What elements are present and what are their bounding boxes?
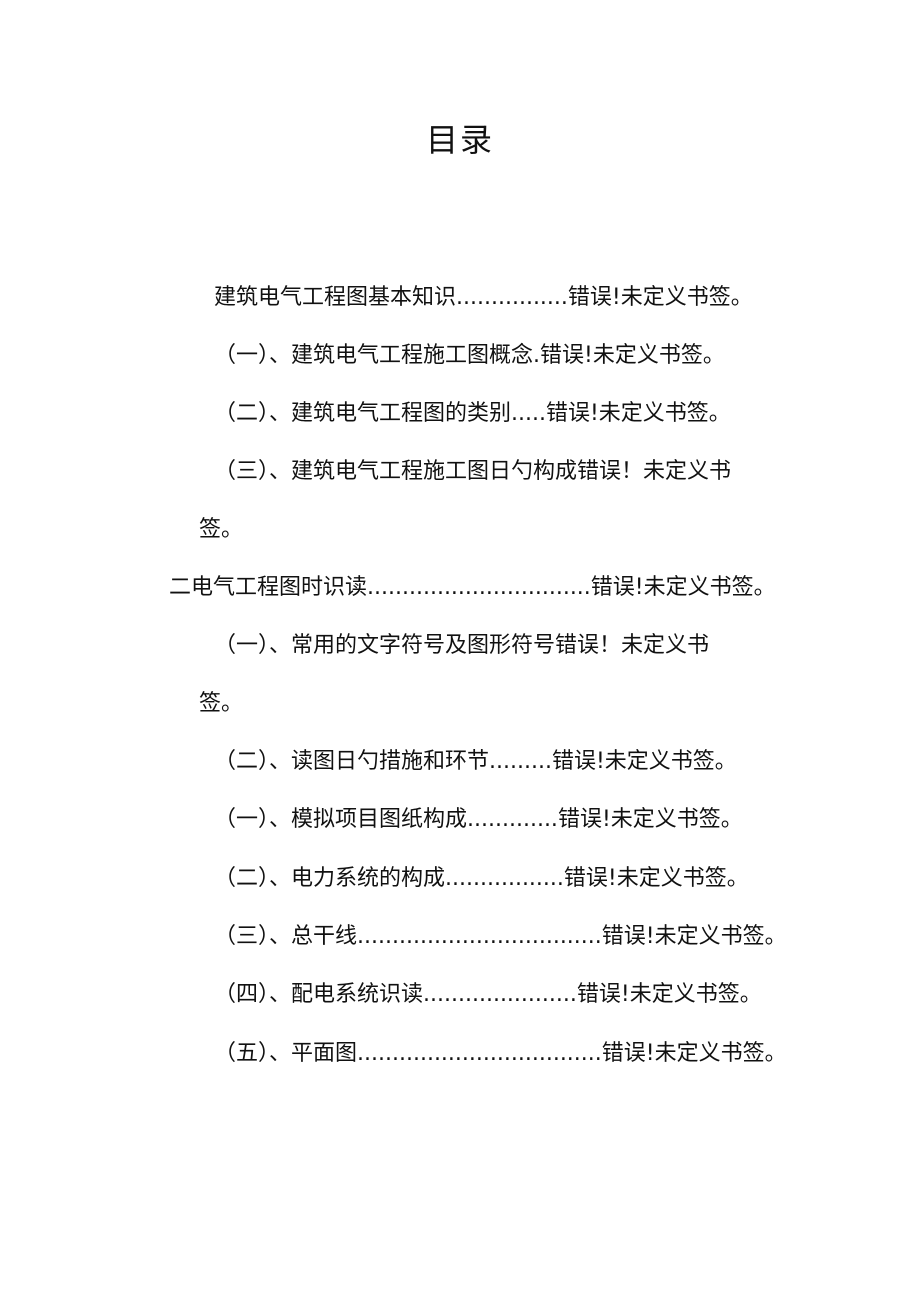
toc-entry-text: （二）、读图日勺措施和环节 — [214, 749, 490, 774]
toc-page-ref: 错误!未定义书签。 — [551, 749, 737, 774]
toc-entry-text: 二电气工程图时识读 — [169, 575, 368, 600]
toc-entry-continuation: 签。 — [199, 515, 243, 545]
toc-leader-dots: ................................... — [357, 924, 602, 949]
toc-page-ref: 错误!未定义书签。 — [540, 343, 725, 368]
page-title: 目录 — [425, 121, 494, 159]
toc-entry[interactable]: （五）、平面图.................................… — [214, 1039, 787, 1069]
toc-page-ref: 错误!未定义书签。 — [545, 401, 731, 426]
toc-entry-text: （二）、电力系统的构成 — [214, 866, 446, 891]
toc-page-ref: 错误!未定义书签。 — [601, 1041, 787, 1066]
toc-entry[interactable]: （三）、总干线.................................… — [214, 922, 787, 952]
toc-entry-text: （一）、常用的文字符号及图形符号错误！未定义书 — [214, 633, 710, 658]
toc-page-ref: 错误!未定义书签。 — [590, 575, 776, 600]
toc-entry-text: （四）、配电系统识读 — [214, 982, 424, 1007]
toc-entry-text: （三）、总干线 — [214, 924, 358, 949]
toc-leader-dots: ................. — [445, 866, 564, 891]
toc-leader-dots: ...................... — [423, 982, 577, 1007]
toc-entry-text: （五）、平面图 — [214, 1041, 358, 1066]
toc-page-ref: 错误!未定义书签。 — [563, 866, 749, 891]
toc-entry-text: （三）、建筑电气工程施工图日勺构成错误！未定义书 — [214, 459, 732, 484]
toc-entry[interactable]: （二）、建筑电气工程图的类别.....错误!未定义书签。 — [214, 399, 731, 429]
toc-entry[interactable]: （一）、常用的文字符号及图形符号错误！未定义书 — [214, 631, 709, 661]
toc-entry-text: 建筑电气工程图基本知识 — [214, 285, 457, 310]
toc-entry[interactable]: （二）、电力系统的构成.................错误!未定义书签。 — [214, 864, 749, 894]
toc-entry[interactable]: 建筑电气工程图基本知识................错误!未定义书签。 — [214, 283, 753, 313]
toc-leader-dots: ......... — [489, 749, 552, 774]
toc-entry[interactable]: （三）、建筑电气工程施工图日勺构成错误！未定义书 — [214, 457, 731, 487]
toc-leader-dots: ................................... — [357, 1041, 602, 1066]
toc-leader-dots: ..... — [511, 401, 546, 426]
toc-page-ref: 错误!未定义书签。 — [576, 982, 762, 1007]
toc-leader-dots: ............. — [467, 807, 558, 832]
toc-entry[interactable]: （一）、建筑电气工程施工图概念.错误!未定义书签。 — [214, 341, 725, 371]
toc-entry-text: 签。 — [199, 691, 244, 716]
toc-page-ref: 错误!未定义书签。 — [601, 924, 787, 949]
toc-entry-continuation: 签。 — [199, 689, 243, 719]
toc-entry-text: （二）、建筑电气工程图的类别 — [214, 401, 512, 426]
toc-entry[interactable]: （二）、读图日勺措施和环节.........错误!未定义书签。 — [214, 747, 737, 777]
toc-entry[interactable]: 二电气工程图时识读...............................… — [169, 573, 776, 603]
toc-entry-text: 签。 — [199, 517, 244, 542]
toc-page-ref: 错误!未定义书签。 — [567, 285, 753, 310]
toc-leader-dots: . — [533, 343, 541, 368]
toc-page-ref: 错误!未定义书签。 — [557, 807, 743, 832]
toc-entry[interactable]: （四）、配电系统识读......................错误!未定义书签… — [214, 980, 762, 1010]
toc-leader-dots: ................................ — [367, 575, 591, 600]
toc-entry-text: （一）、模拟项目图纸构成 — [214, 807, 468, 832]
toc-entry-text: （一）、建筑电气工程施工图概念 — [214, 343, 534, 368]
toc-leader-dots: ................ — [456, 285, 568, 310]
toc-entry[interactable]: （一）、模拟项目图纸构成.............错误!未定义书签。 — [214, 805, 743, 835]
